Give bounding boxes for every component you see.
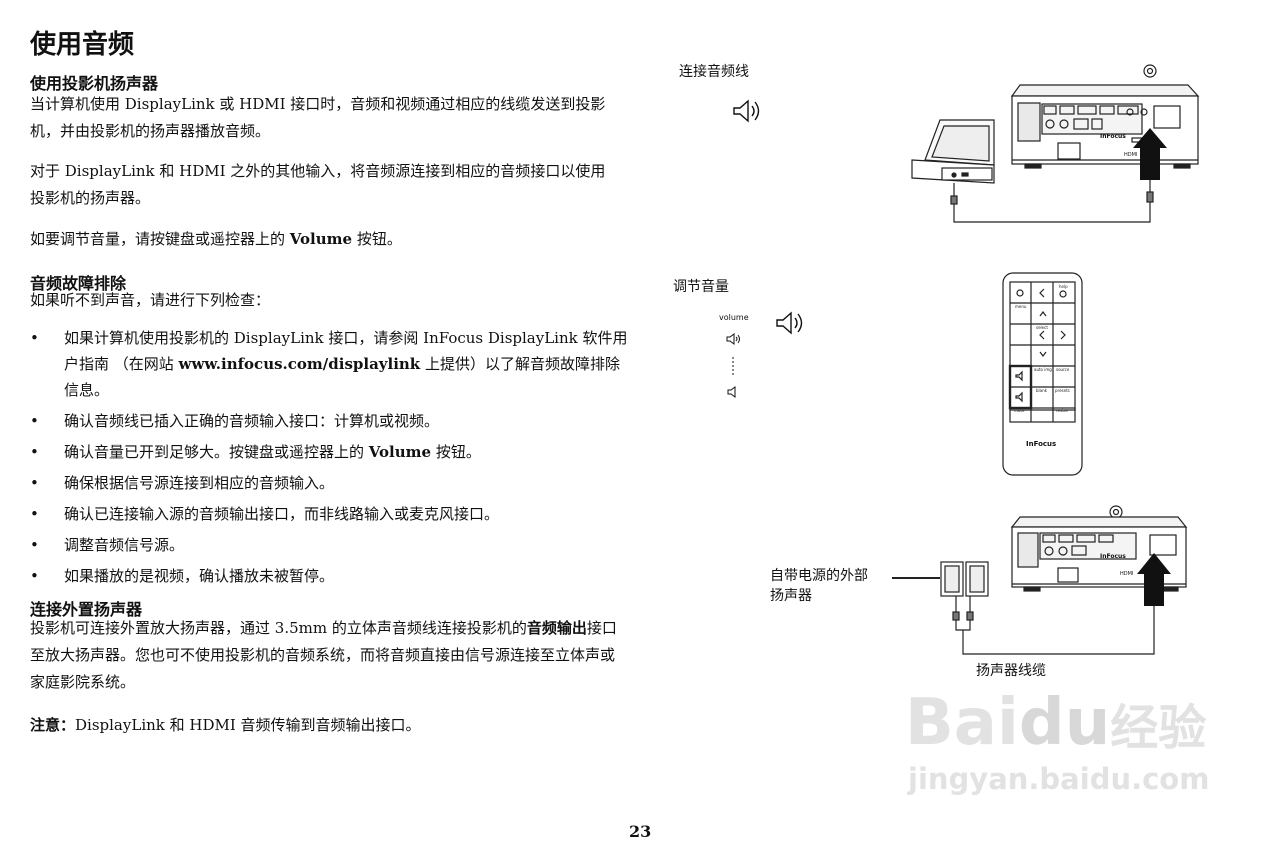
remote-key-presets: presets bbox=[1055, 388, 1070, 393]
section-heading-projector-speaker: 使用投影机扬声器 bbox=[30, 74, 159, 93]
list-item: 如果播放的是视频，确认播放未被暂停。 bbox=[30, 563, 630, 589]
page-title: 使用音频 bbox=[30, 30, 135, 60]
troubleshoot-list: 如果计算机使用投影机的 DisplayLink 接口，请参阅 InFocus D… bbox=[30, 325, 630, 594]
figure-label-speaker-cable: 扬声器线缆 bbox=[976, 663, 1046, 679]
remote-control: menu help select auto img blank source p… bbox=[1002, 272, 1083, 476]
remote-key-menu: menu bbox=[1015, 304, 1027, 309]
paragraph-external-speakers: 投影机可连接外置放大扬声器，通过 3.5mm 的立体声音频线连接投影机的音频输出… bbox=[30, 619, 617, 691]
volume-indicator: volume bbox=[719, 313, 749, 398]
remote-key-resize: resize bbox=[1056, 408, 1068, 413]
section-heading-external-speakers: 连接外置扬声器 bbox=[30, 600, 143, 619]
remote-key-help: help bbox=[1059, 284, 1068, 289]
watermark-url: jingyan.baidu.com bbox=[908, 762, 1210, 796]
projector-illustration-bottom: InFocus HDMI bbox=[892, 505, 1188, 655]
troubleshoot-intro: 如果听不到声音，请进行下列检查： bbox=[30, 291, 271, 309]
projector-illustration-top: InFocus HDMI bbox=[911, 64, 1200, 223]
paragraph-speaker-2: 对于 DisplayLink 和 HDMI 之外的其他输入，将音频源连接到相应的… bbox=[30, 162, 606, 207]
brand-label-bottom: InFocus bbox=[1100, 553, 1126, 560]
page-number: 23 bbox=[629, 822, 652, 841]
watermark-logo: Baidu经验 bbox=[905, 686, 1207, 760]
speaker-icon bbox=[733, 99, 760, 123]
list-item: 确认已连接输入源的音频输出接口，而非线路输入或麦克风接口。 bbox=[30, 501, 630, 527]
list-item: 调整音频信号源。 bbox=[30, 532, 630, 558]
list-item: 确认音量已开到足够大。按键盘或遥控器上的 Volume 按钮。 bbox=[30, 439, 630, 465]
remote-key-auto-img: auto img bbox=[1034, 367, 1052, 372]
figure-label-volume: 调节音量 bbox=[673, 279, 729, 295]
paragraph-speaker-1: 当计算机使用 DisplayLink 或 HDMI 接口时，音频和视频通过相应的… bbox=[30, 95, 606, 140]
list-item: 如果计算机使用投影机的 DisplayLink 接口，请参阅 InFocus D… bbox=[30, 325, 630, 403]
speaker-icon-volume bbox=[776, 311, 803, 335]
volume-word: volume bbox=[719, 313, 749, 322]
remote-key-select: select bbox=[1036, 325, 1048, 330]
figure-label-audio-cable: 连接音频线 bbox=[679, 64, 749, 80]
list-item: 确保根据信号源连接到相应的音频输入。 bbox=[30, 470, 630, 496]
remote-brand: InFocus bbox=[1026, 440, 1056, 448]
note: 注意：DisplayLink 和 HDMI 音频传输到音频输出接口。 bbox=[30, 716, 421, 734]
remote-key-blank: blank bbox=[1036, 388, 1048, 393]
hdmi-label-top: HDMI bbox=[1124, 152, 1137, 158]
brand-label-top: InFocus bbox=[1100, 133, 1126, 140]
hdmi-label-bottom: HDMI bbox=[1120, 571, 1133, 577]
remote-key-mute: mute bbox=[1014, 408, 1025, 413]
remote-key-source: source bbox=[1056, 367, 1070, 372]
figure-label-powered-speakers: 自带电源的外部扬声器 bbox=[770, 568, 868, 604]
list-item: 确认音频线已插入正确的音频输入接口：计算机或视频。 bbox=[30, 408, 630, 434]
paragraph-volume: 如要调节音量，请按键盘或遥控器上的 Volume 按钮。 bbox=[30, 230, 402, 248]
section-heading-troubleshoot: 音频故障排除 bbox=[30, 274, 127, 293]
